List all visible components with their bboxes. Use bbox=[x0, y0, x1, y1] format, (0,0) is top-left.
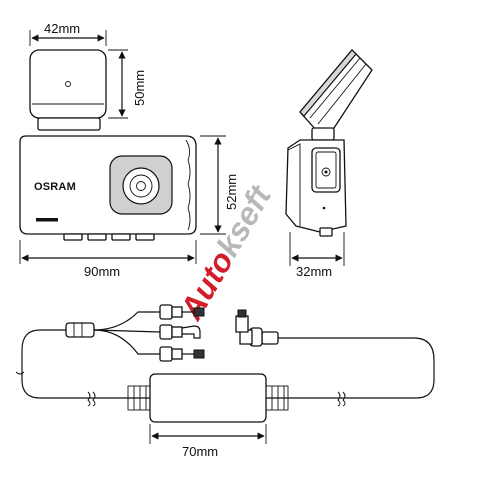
svg-text:52mm: 52mm bbox=[224, 174, 239, 210]
brand-logo: OSRAM bbox=[34, 181, 76, 193]
svg-text:32mm: 32mm bbox=[296, 264, 332, 279]
dimension-side-depth: 32mm bbox=[289, 232, 345, 279]
svg-text:90mm: 90mm bbox=[84, 264, 120, 279]
dimension-body-height: 52mm bbox=[200, 135, 239, 235]
dimension-body-width: 90mm bbox=[19, 240, 197, 279]
windshield-mount bbox=[29, 49, 107, 131]
power-cable bbox=[21, 329, 150, 399]
front-view: OSRAM 42mm 50mm 52mm bbox=[19, 21, 239, 279]
camera-body-front: OSRAM bbox=[19, 135, 197, 241]
camera-lens-icon bbox=[122, 167, 160, 205]
side-view: 32mm bbox=[285, 49, 373, 279]
mount-screw-icon bbox=[65, 81, 71, 87]
dimension-mount-height: 50mm bbox=[108, 49, 147, 119]
svg-text:70mm: 70mm bbox=[182, 444, 218, 459]
dimension-mount-width: 42mm bbox=[29, 21, 107, 46]
step-down-converter bbox=[127, 373, 289, 423]
cable-splitter bbox=[65, 311, 161, 355]
side-mount-arm bbox=[299, 49, 373, 141]
watermark-gray: kseft bbox=[209, 179, 278, 263]
fuse-connector-top bbox=[159, 304, 205, 320]
cable-break-marks bbox=[15, 371, 346, 407]
fuse-connector-bottom bbox=[159, 346, 205, 362]
hardwire-kit: 70mm bbox=[15, 304, 435, 459]
svg-text:42mm: 42mm bbox=[44, 21, 80, 36]
ground-fork-connector bbox=[159, 324, 201, 340]
dimension-converter-width: 70mm bbox=[149, 424, 267, 459]
camera-body-side bbox=[285, 139, 347, 237]
svg-text:50mm: 50mm bbox=[132, 70, 147, 106]
usb-c-angled-plug bbox=[235, 309, 279, 347]
status-light-bar bbox=[36, 218, 58, 222]
side-button-icon bbox=[321, 167, 331, 177]
